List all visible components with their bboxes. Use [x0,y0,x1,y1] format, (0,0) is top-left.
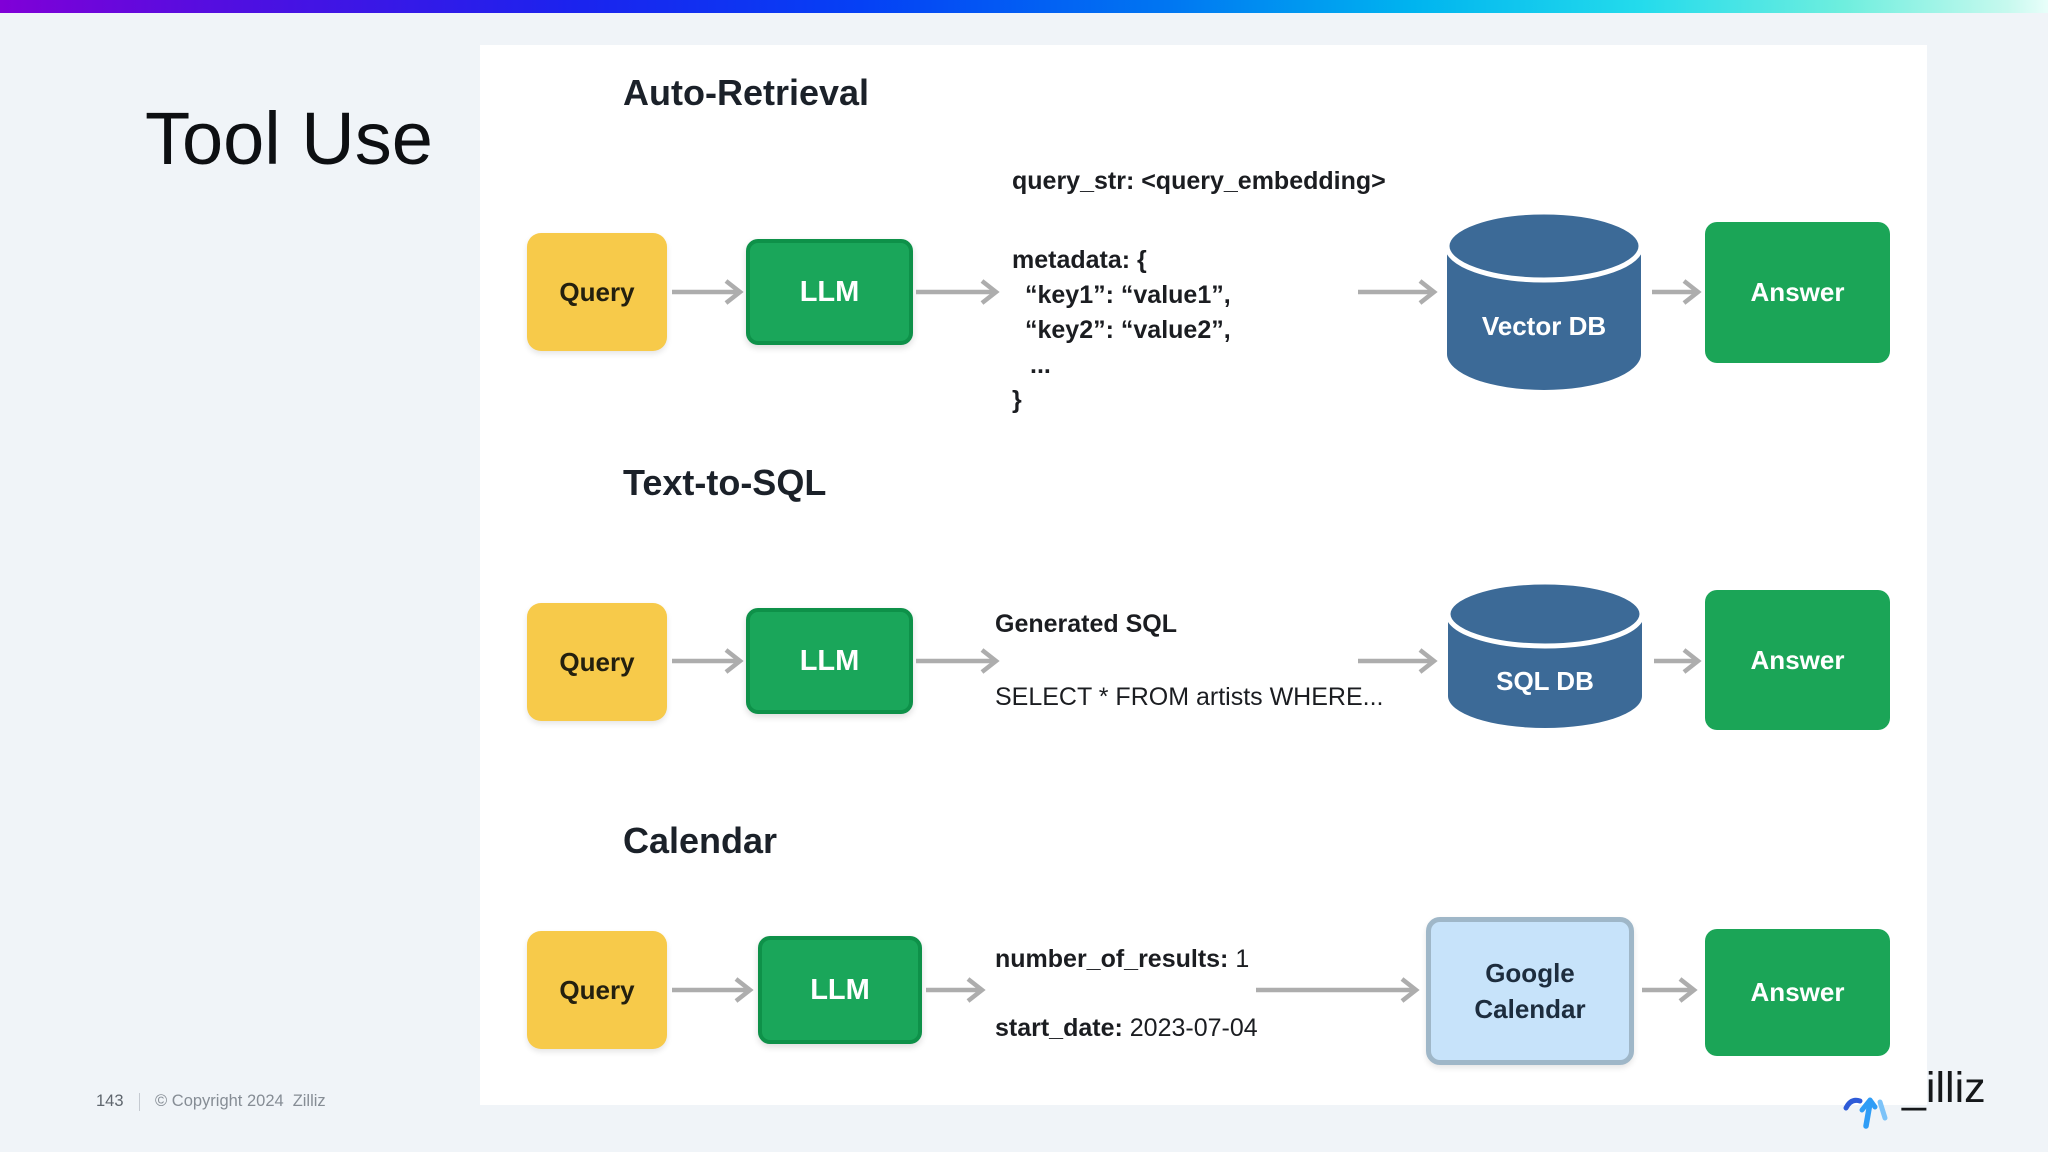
diagram-panel: Auto-Retrieval Query LLM query_str: <que… [480,45,1927,1105]
zilliz-logo: _illiz [1840,1062,2040,1132]
llm-label: LLM [810,973,870,1006]
arrow-icon [916,648,1000,674]
query-label: Query [559,646,635,677]
param-value: 1 [1235,945,1250,973]
generated-sql-title: Generated SQL [995,610,1177,638]
answer-node: Answer [1705,222,1890,363]
metadata-line: } [1012,386,1022,414]
arrow-icon [1642,977,1698,1003]
zilliz-logo-text: _illiz [1902,1064,1986,1112]
llm-node: LLM [746,239,913,345]
arrow-icon [672,648,744,674]
llm-label: LLM [799,644,860,677]
database-icon [1444,209,1644,390]
param-value: 2023-07-04 [1129,1014,1258,1042]
query-node: Query [527,931,667,1049]
arrow-icon [1358,279,1438,305]
param-start-date: start_date: 2023-07-04 [995,1014,1258,1043]
slide-title: Tool Use [145,97,433,180]
param-number-of-results: number_of_results: 1 [995,945,1249,974]
answer-label: Answer [1750,977,1845,1007]
copyright-brand: Zilliz [292,1092,326,1110]
footer-divider [138,1092,141,1111]
query-node: Query [527,233,667,351]
answer-node: Answer [1705,590,1890,730]
copyright-year: © Copyright 2024 [155,1092,284,1110]
llm-node: LLM [746,608,913,714]
top-gradient-bar [0,0,2048,13]
query-embedding-text: query_str: <query_embedding> [1012,167,1386,195]
arrow-icon [672,977,754,1003]
metadata-line: “key1”: “value1”, [1025,281,1231,309]
query-label: Query [559,276,635,307]
param-label: start_date: [995,1014,1123,1042]
metadata-line: metadata: { [1012,246,1147,274]
google-calendar-node: Google Calendar [1426,917,1634,1065]
metadata-block: metadata: { “key1”: “value1”, “key2”: “v… [1012,243,1231,418]
metadata-line: “key2”: “value2”, [1025,316,1231,344]
section-heading-calendar: Calendar [623,820,778,861]
arrow-icon [1358,648,1438,674]
answer-node: Answer [1705,929,1890,1056]
sql-statement-text: SELECT * FROM artists WHERE... [995,683,1384,711]
zilliz-logo-icon [1843,1097,1888,1129]
vector-db-cylinder: Vector DB [1441,206,1647,394]
arrow-icon [916,279,1000,305]
page-number: 143 [96,1092,124,1110]
arrow-icon [1652,279,1702,305]
answer-label: Answer [1750,277,1845,307]
llm-label: LLM [799,275,860,308]
metadata-line: ... [1030,351,1051,379]
sql-db-cylinder: SQL DB [1442,578,1648,734]
arrow-icon [672,279,744,305]
slide-footer: 143 © Copyright 2024 Zilliz [96,1092,326,1111]
arrow-icon [1256,977,1420,1003]
vector-db-label: Vector DB [1481,311,1607,341]
arrow-icon [926,977,986,1003]
param-label: number_of_results: [995,945,1229,973]
sql-db-label: SQL DB [1496,666,1594,696]
google-calendar-label: Google Calendar [1474,955,1585,1027]
database-icon [1445,579,1645,728]
answer-label: Answer [1750,644,1845,675]
arrow-icon [1654,648,1702,674]
section-heading-auto-retrieval: Auto-Retrieval [623,72,870,113]
copyright-text: © Copyright 2024 Zilliz [155,1092,326,1111]
google-calendar-label-line1: Google [1485,958,1575,988]
query-node: Query [527,603,667,721]
google-calendar-label-line2: Calendar [1474,994,1586,1024]
section-heading-text-to-sql: Text-to-SQL [623,462,827,503]
llm-node: LLM [758,936,922,1044]
query-label: Query [559,974,635,1005]
